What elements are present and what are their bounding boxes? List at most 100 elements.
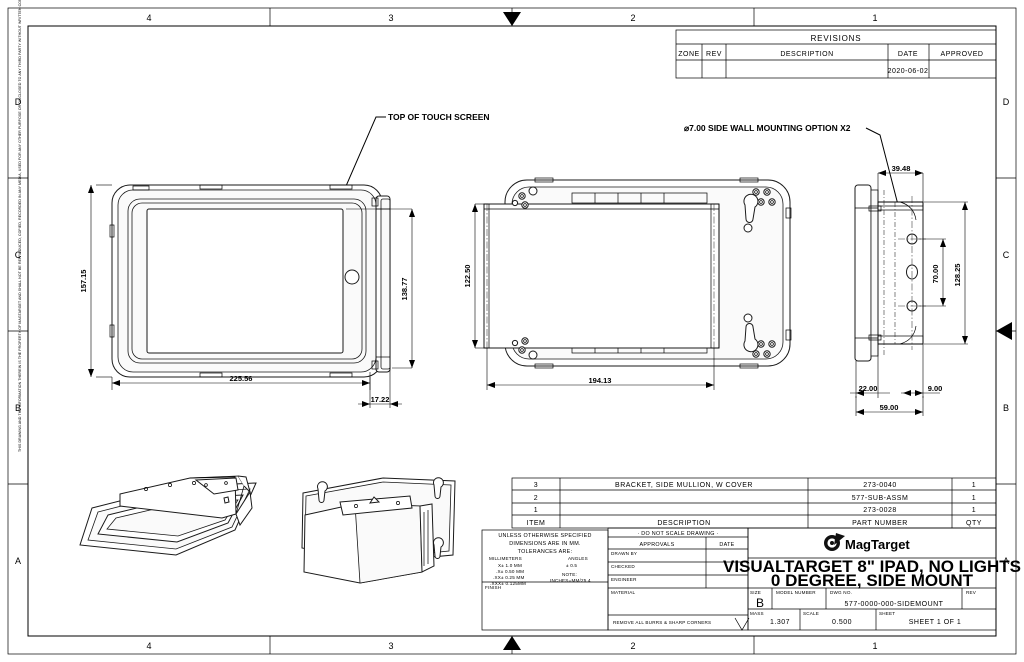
bom-row-0-item: 3 xyxy=(534,482,538,489)
screw-cluster-bl xyxy=(511,337,538,360)
revisions-header-description: DESCRIPTION xyxy=(780,51,833,58)
zone-left-B: B xyxy=(15,403,21,413)
zone-left-C: C xyxy=(15,250,22,260)
rev-label: REV xyxy=(966,590,977,595)
bom-table: 3 BRACKET, SIDE MULLION, W COVER 273-004… xyxy=(511,477,997,529)
bom-row-1-part-number: 577-SUB-ASSM xyxy=(852,495,909,502)
drawing-title-line2: 0 DEGREE, SIDE MOUNT xyxy=(771,571,974,590)
dim-side-height-overall: 128.25 xyxy=(953,264,962,287)
tolerance-block: UNLESS OTHERWISE SPECIFIED DIMENSIONS AR… xyxy=(481,529,609,631)
zone-top-2: 2 xyxy=(630,13,635,23)
bom-row-2-part-number: 273-0028 xyxy=(863,507,897,514)
dim-side-depth-total: 59.00 xyxy=(880,403,899,412)
bom-row-1-qty: 1 xyxy=(972,495,976,502)
dim-front-height-inner: 138.77 xyxy=(400,278,409,301)
bom-row-0-part-number: 273-0040 xyxy=(863,482,897,489)
dims-rear-view: 122.50 194.13 xyxy=(463,203,715,390)
proprietary-note: THIS DRAWING AND THE INFORMATION THEREIN… xyxy=(18,0,22,452)
scale-value: 0.500 xyxy=(832,619,852,626)
iso-keyhole-bottom-right xyxy=(432,537,444,559)
zone-top-1: 1 xyxy=(872,13,877,23)
dim-rear-height: 122.50 xyxy=(463,265,472,288)
target-swoosh-icon xyxy=(824,533,845,551)
mass-value: 1.307 xyxy=(770,619,790,626)
dim-side-top-width: 39.48 xyxy=(892,164,911,173)
zone-bottom-1: 1 xyxy=(872,641,877,651)
note-side-wall-text: ⌀7.00 SIDE WALL MOUNTING OPTION X2 xyxy=(684,123,851,133)
do-not-scale-note: · DO NOT SCALE DRAWING · xyxy=(637,531,718,537)
zone-left-D: D xyxy=(15,97,22,107)
dims-side-view: 39.48 70.00 128.25 22.00 9.00 59.00 xyxy=(850,164,968,416)
tolerance-col-right-header: ANGLES xyxy=(568,556,588,561)
revisions-header-rev: REV xyxy=(706,51,722,58)
zone-bottom-3: 3 xyxy=(388,641,393,651)
company-name: MagTarget xyxy=(845,537,910,552)
approvals-date-header: DATE xyxy=(719,542,734,548)
center-marker-right-icon xyxy=(996,322,1012,340)
screw-cluster-br xyxy=(743,313,776,358)
view-front xyxy=(109,184,391,378)
dwg-label: DWG NO. xyxy=(830,590,852,595)
view-rear xyxy=(483,177,792,369)
note-touch-screen-text: TOP OF TOUCH SCREEN xyxy=(388,112,490,122)
zone-ruler-right: D C B A xyxy=(996,97,1016,566)
tolerance-tol2: .X± 0.50 MM xyxy=(496,569,524,574)
center-marker-bottom-icon xyxy=(503,636,521,650)
bom-row-0-qty: 1 xyxy=(972,482,976,489)
view-isometric-rear xyxy=(301,477,456,584)
tolerance-tol4: .XXX± 0.125MM xyxy=(490,581,526,586)
dim-front-depth-bracket: 17.22 xyxy=(371,395,390,404)
zone-ruler-left: D C B A xyxy=(8,97,28,566)
zone-right-A: A xyxy=(1003,556,1009,566)
bom-header-qty: QTY xyxy=(966,520,982,527)
approvals-row-checked: CHECKED xyxy=(611,564,635,569)
dwg-value: 577-0000-000-SIDEMOUNT xyxy=(845,601,944,608)
approvals-header: APPROVALS xyxy=(640,542,675,548)
zone-ruler-bottom: 4 3 2 1 xyxy=(146,636,878,654)
size-label: SIZE xyxy=(750,590,761,595)
zone-right-B: B xyxy=(1003,403,1009,413)
dim-side-offset-left: 22.00 xyxy=(859,384,878,393)
dims-front-view: 157.15 138.77 225.56 17.22 xyxy=(79,184,415,408)
view-isometric-front xyxy=(79,475,257,556)
dim-rear-width: 194.13 xyxy=(589,376,612,385)
zone-bottom-4: 4 xyxy=(146,641,151,651)
tolerance-note-label: NOTE: xyxy=(562,572,577,577)
finish-label: FINISH xyxy=(485,585,501,590)
zone-top-4: 4 xyxy=(146,13,151,23)
screw-cluster-tl xyxy=(511,186,538,209)
zone-left-A: A xyxy=(15,556,21,566)
zone-right-D: D xyxy=(1003,97,1010,107)
burrs-note: REMOVE ALL BURRS & SHARP CORNERS xyxy=(613,620,711,625)
tolerance-tol1: X± 1.0 MM xyxy=(498,563,522,568)
keyhole-top xyxy=(743,193,759,223)
title-block: MagTarget VISUALTARGET 8" IPAD, NO LIGHT… xyxy=(723,527,1021,631)
revisions-header-approved: APPROVED xyxy=(941,51,984,58)
dim-side-offset-right: 9.00 xyxy=(928,384,943,393)
tolerance-line2: DIMENSIONS ARE IN MM. xyxy=(509,541,581,547)
zone-bottom-2: 2 xyxy=(630,641,635,651)
approvals-row-drawn-by: DRAWN BY xyxy=(611,551,637,556)
mass-label: MASS xyxy=(750,611,764,616)
magtarget-logo: MagTarget xyxy=(824,533,910,552)
revisions-title: REVISIONS xyxy=(811,34,862,43)
dim-front-width-overall: 225.56 xyxy=(230,374,253,383)
zone-right-C: C xyxy=(1003,250,1010,260)
zone-ruler-top: 4 3 2 1 xyxy=(146,8,878,26)
screw-cluster-tr xyxy=(743,188,776,233)
bom-header-description: DESCRIPTION xyxy=(657,520,710,527)
proprietary-note-text: THIS DRAWING AND THE INFORMATION THEREIN… xyxy=(18,0,22,452)
keyhole-bottom xyxy=(743,323,759,353)
view-side xyxy=(854,184,926,362)
tolerance-line3: TOLERANCES ARE: xyxy=(518,549,573,555)
approvals-block: · DO NOT SCALE DRAWING · APPROVALS DATE … xyxy=(607,527,750,631)
drawing-title-line1: VISUALTARGET 8" IPAD, NO LIGHTS xyxy=(723,557,1021,576)
zone-top-3: 3 xyxy=(388,13,393,23)
iso-keyhole-top xyxy=(316,481,328,503)
tolerance-angle: ± 0.5 xyxy=(566,563,577,568)
tolerance-col-left-header: MILLIMETERS xyxy=(489,556,522,561)
scale-label: SCALE xyxy=(803,611,819,616)
center-marker-top-icon xyxy=(503,12,521,26)
bom-header-part-number: PART NUMBER xyxy=(852,520,908,527)
